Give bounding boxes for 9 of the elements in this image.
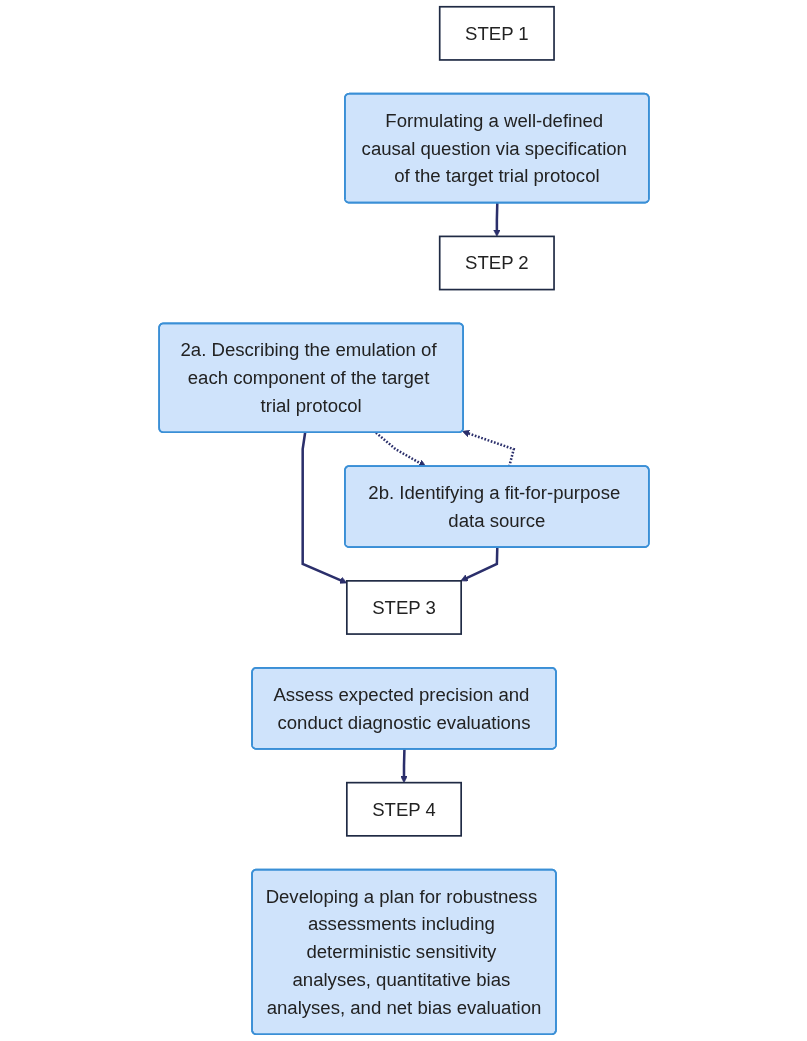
arrow <box>459 547 499 582</box>
node-box: STEP 2 <box>438 235 555 291</box>
arrow <box>492 203 501 237</box>
node-box: STEP 4 <box>345 781 462 837</box>
arrow <box>399 749 408 783</box>
arrow <box>300 432 347 584</box>
node-box: STEP 1 <box>438 5 555 61</box>
arrow <box>374 431 426 467</box>
node-box: STEP 3 <box>345 580 462 635</box>
